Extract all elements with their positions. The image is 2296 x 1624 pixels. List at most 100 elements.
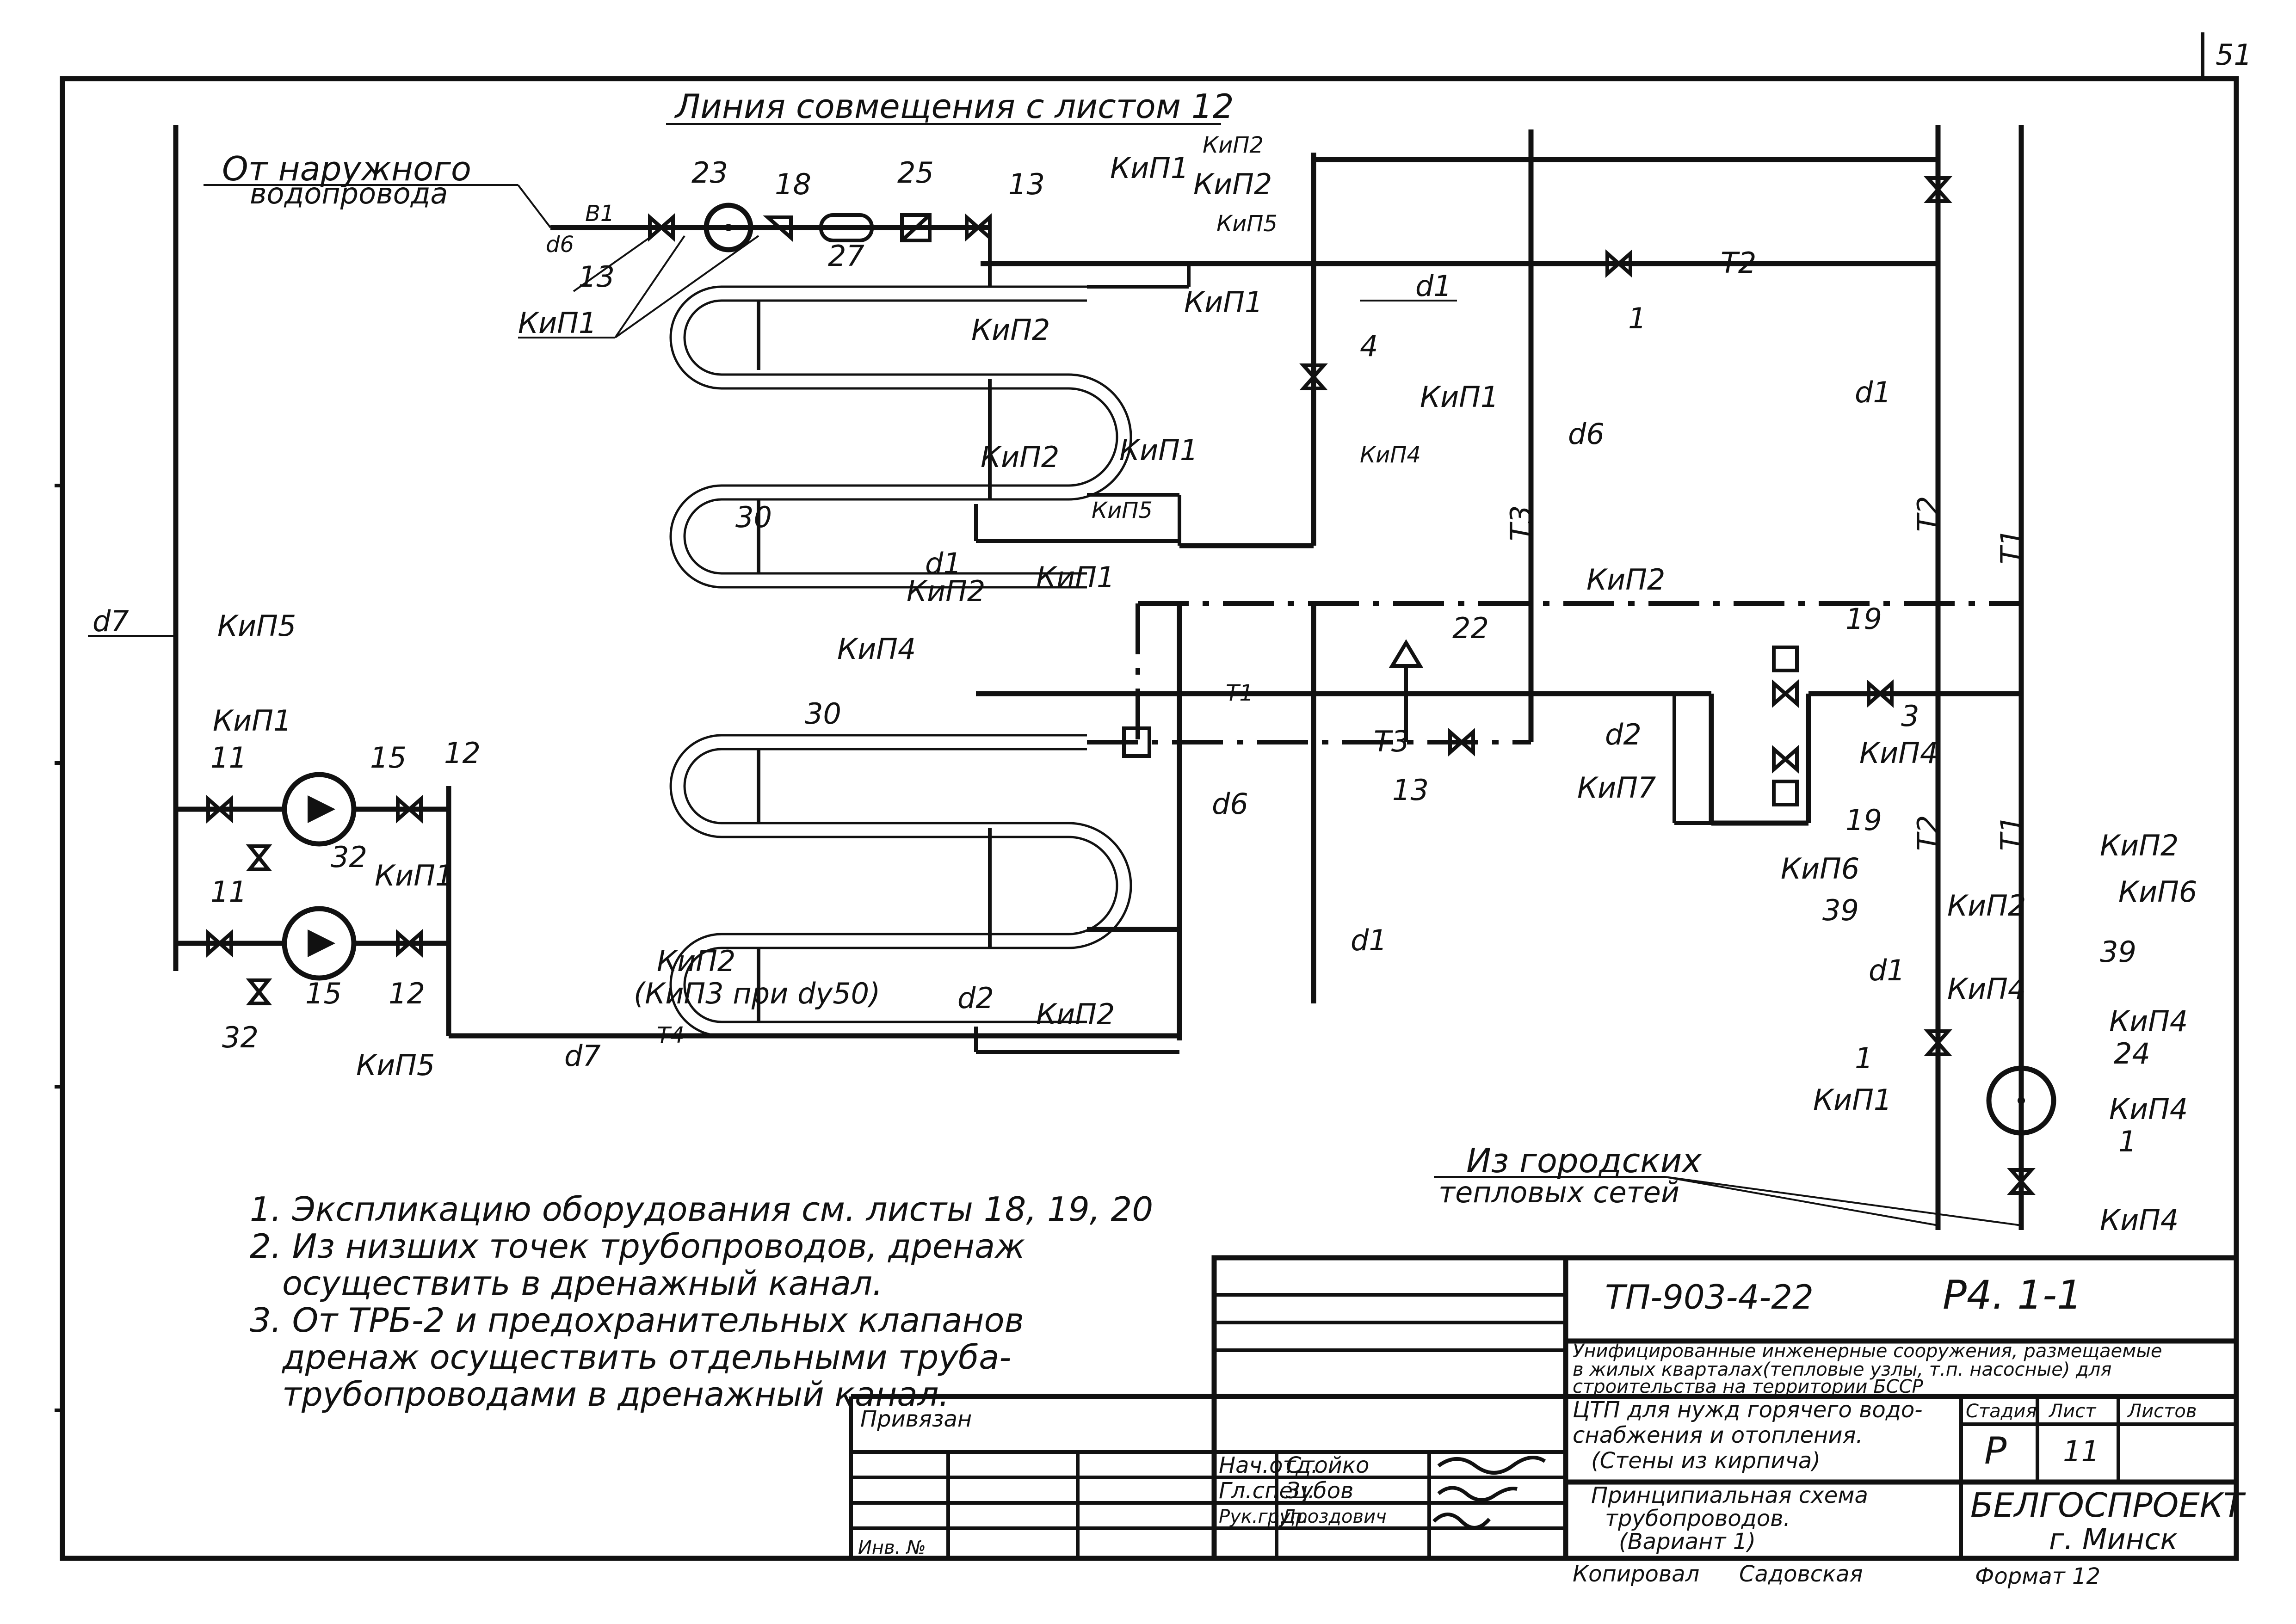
check-valve-18[interactable] (763, 215, 793, 242)
sheet-header: Лист (2048, 1401, 2097, 1422)
item-39-right: 39 (2100, 935, 2136, 969)
d6-lower: d6 (1212, 787, 1248, 821)
inlet-label-1: От наружного (222, 149, 471, 188)
valve-13-b1[interactable] (965, 213, 992, 242)
d1-low: d1 (1869, 953, 1905, 987)
item-32-2: 32 (222, 1021, 259, 1054)
kip1-top: КиП1 (1110, 151, 1189, 185)
heat-exchanger-lower (669, 734, 1132, 1037)
city-label-1: Из городских (1466, 1141, 1702, 1180)
flow-meter-24[interactable] (1986, 1065, 2056, 1136)
d7-left: d7 (93, 604, 129, 638)
valve-11-1[interactable] (206, 795, 233, 824)
note-1: 1. Экспликацию оборудования см. листы 18… (250, 1190, 1153, 1229)
kip1-low: КиП1 (1813, 1083, 1892, 1117)
kip4-low-4: КиП4 (2100, 1203, 2179, 1237)
kip6-right: КиП6 (2118, 875, 2197, 909)
trap-device[interactable] (1122, 726, 1151, 758)
note-3b: дренаж осуществить отдельными труба- (281, 1338, 1011, 1377)
d6-t3: d6 (1568, 417, 1605, 451)
item-30-lower: 30 (805, 697, 841, 731)
valve-19-top[interactable] (1772, 679, 1799, 708)
item-12-2: 12 (389, 977, 425, 1010)
item-3: 3 (1901, 699, 1919, 733)
kip4-low-2: КиП4 (2109, 1004, 2188, 1038)
project-line-2: в жилых кварталах(тепловые узлы, т.п. на… (1573, 1359, 2111, 1380)
copier-name: Садовская (1739, 1561, 1863, 1587)
kip4-valve3: КиП4 (1859, 736, 1938, 770)
valve-12-2[interactable] (396, 929, 423, 958)
drain-2 (246, 978, 272, 1005)
kip2-t3: КиП2 (1586, 563, 1665, 597)
title-block (849, 1255, 2239, 1561)
t2-label-low: Т2 (1911, 815, 1945, 851)
valve-4[interactable] (1299, 363, 1328, 390)
role-2: Гл.спец. (1219, 1478, 1315, 1504)
valve-11-2[interactable] (206, 929, 233, 958)
safety-valve-22[interactable] (1389, 639, 1424, 668)
d2-lower: d2 (957, 981, 994, 1015)
drawing-frame (60, 76, 2239, 1561)
note-3: 3. От ТРБ-2 и предохранительных клапанов (250, 1301, 1024, 1340)
kip1-mid-low: КиП1 (1036, 560, 1115, 594)
role-1: Нач.отд. (1219, 1452, 1318, 1478)
valve-12-1[interactable] (396, 795, 423, 824)
item-15-2: 15 (305, 977, 342, 1010)
t1-label-mid: Т1 (1226, 680, 1253, 706)
kip1-pump-2: КиП1 (375, 859, 453, 892)
attached-label: Привязан (860, 1406, 972, 1432)
name-1: Стойко (1286, 1452, 1369, 1478)
t2-label-upper: Т2 (1721, 246, 1756, 280)
object-line-2: снабжения и отопления. (1573, 1422, 1863, 1448)
signature-1 (1437, 1456, 1546, 1475)
drawing-line-3: (Вариант 1) (1619, 1529, 1756, 1555)
note-2: 2. Из низших точек трубопроводов, дренаж (250, 1227, 1025, 1266)
t1-label-right: Т1 (1994, 529, 2028, 564)
valve-19-bottom[interactable] (1772, 745, 1799, 774)
item-30-upper: 30 (735, 500, 772, 534)
signature-3 (1432, 1513, 1491, 1530)
kip2-rlow-2: КиП2 (2100, 829, 2179, 862)
inlet-leader-2 (517, 184, 551, 228)
valve-1-low[interactable] (1924, 1029, 1952, 1056)
item-22: 22 (1452, 611, 1489, 645)
role-3: Рук.груп. (1219, 1506, 1308, 1527)
item-1-t2: 1 (1628, 301, 1646, 335)
city-leader-b (1665, 1176, 2022, 1226)
valve-1-t1[interactable] (2007, 1168, 2036, 1195)
flow-meter-23[interactable] (704, 203, 753, 252)
d7-t4: d7 (564, 1039, 601, 1073)
valve-13-inlet[interactable] (648, 213, 675, 242)
valve-13-t3[interactable] (1448, 728, 1475, 757)
project-line-3: строительства на территории БССР (1573, 1376, 1924, 1397)
kip4-label: КиП4 (1360, 442, 1421, 468)
org-city: г. Минск (2049, 1522, 2178, 1556)
pump-32-2[interactable] (282, 906, 357, 981)
valve-top-t2[interactable] (1924, 176, 1952, 203)
drawing-line-2: трубопроводов. (1605, 1506, 1790, 1532)
kip2-rlow: КиП2 (1947, 889, 2026, 923)
t1-label-low: Т1 (1994, 815, 2028, 851)
stage-value: Р (1984, 1429, 2007, 1472)
valve-1-t2[interactable] (1605, 249, 1632, 278)
kip2-top: КиП2 (1193, 167, 1272, 201)
item-25: 25 (897, 156, 934, 190)
sheets-header: Листов (2127, 1401, 2197, 1422)
kip4-low-1: КиП4 (1947, 972, 2026, 1006)
item-32-1: 32 (331, 840, 367, 874)
item-11-2: 11 (210, 875, 247, 909)
object-line-3: (Стены из кирпича) (1591, 1448, 1821, 1474)
device-25[interactable] (900, 213, 932, 242)
d1-upper: d1 (1415, 269, 1452, 303)
inlet-label-2: водопровода (250, 177, 448, 210)
kip5-t4: КиП5 (356, 1048, 435, 1082)
kip2-t4: КиП2 (657, 944, 735, 978)
city-label-2: тепловых сетей (1438, 1175, 1679, 1209)
t3-label: Т3 (1504, 505, 1538, 541)
project-line-1: Унифицированные инженерные сооружения, р… (1573, 1341, 2162, 1362)
pump-32-1[interactable] (282, 772, 357, 847)
valve-3[interactable] (1867, 679, 1894, 708)
copied-by-label: Копировал (1573, 1561, 1699, 1587)
filter-27[interactable] (819, 213, 874, 242)
